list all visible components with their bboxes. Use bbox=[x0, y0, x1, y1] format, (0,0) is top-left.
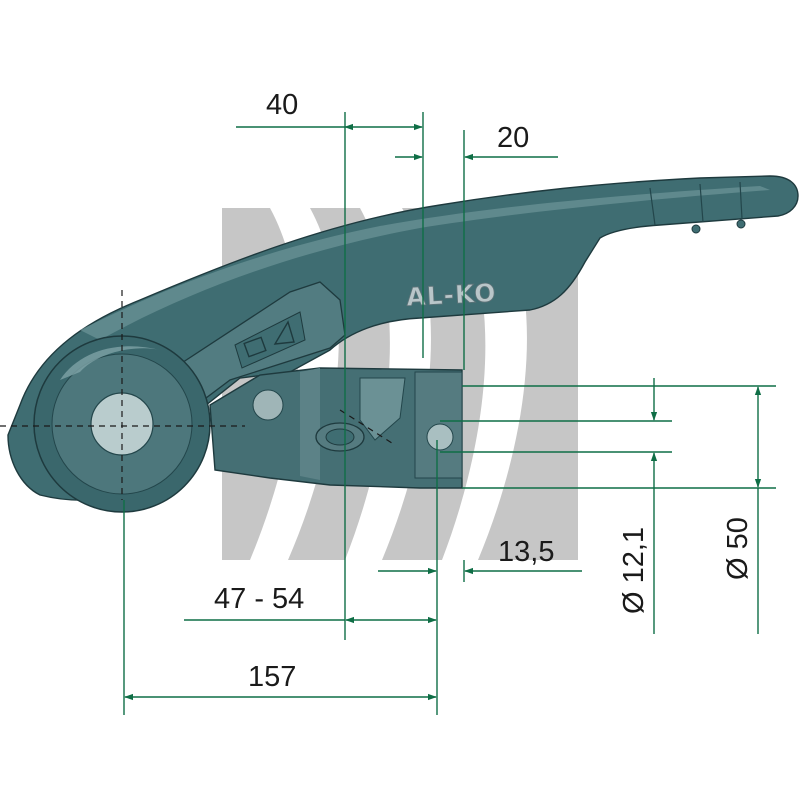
dimension-top-width: 40 bbox=[266, 89, 298, 121]
brand-label: AL-KO bbox=[406, 278, 498, 312]
dimension-overall: 157 bbox=[248, 661, 296, 693]
dimension-range: 47 - 54 bbox=[214, 583, 304, 615]
dimension-ball-diameter: Ø 50 bbox=[722, 517, 754, 580]
center-lines bbox=[0, 290, 396, 500]
dimension-pin-offset: 13,5 bbox=[498, 536, 554, 568]
dimension-lines bbox=[123, 112, 776, 715]
dimension-top-offset: 20 bbox=[497, 122, 529, 154]
dimension-bore-diameter: Ø 12,1 bbox=[618, 527, 650, 614]
